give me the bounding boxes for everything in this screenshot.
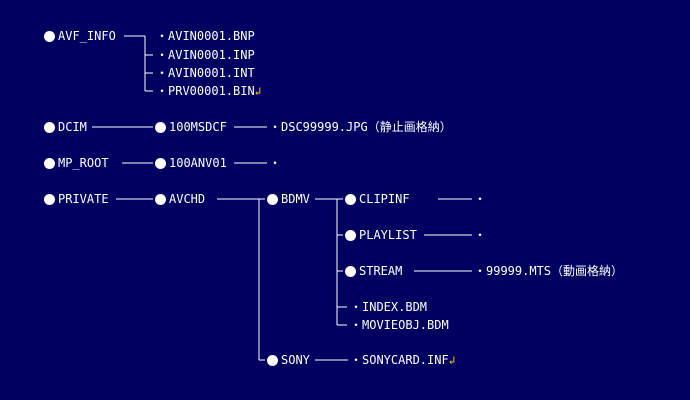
bdmv-folder-icon xyxy=(267,194,278,205)
index-bdm-file: ・INDEX.BDM xyxy=(350,300,428,314)
avin-int-file: ・AVIN0001.INT xyxy=(156,66,255,80)
return-mark-icon: ↲ xyxy=(448,354,456,367)
dcim-folder-label: DCIM xyxy=(58,120,87,134)
clipinf-folder-icon xyxy=(345,194,356,205)
mp-root-file: ・ xyxy=(269,156,282,170)
anv-folder-label: 100ANV01 xyxy=(169,156,227,170)
private-folder-label: PRIVATE xyxy=(58,192,109,206)
dcim-folder-icon xyxy=(44,122,55,133)
avchd-folder-label: AVCHD xyxy=(169,192,206,206)
mts-file: ・99999.MTS（動画格納） xyxy=(474,264,624,278)
sonycard-inf-file-label: ・SONYCARD.INF xyxy=(350,353,449,367)
anv-folder-icon xyxy=(155,158,166,169)
mp-root-folder-label: MP_ROOT xyxy=(58,156,109,170)
mp-root-folder-icon xyxy=(44,158,55,169)
sonycard-inf-file: ・SONYCARD.INF↲ xyxy=(350,353,455,368)
bdmv-folder-label: BDMV xyxy=(281,192,310,206)
msdcf-folder-label: 100MSDCF xyxy=(169,120,227,134)
stream-folder-icon xyxy=(345,266,356,277)
avchd-folder-icon xyxy=(155,194,166,205)
sony-folder-label: SONY xyxy=(281,353,310,367)
playlist-folder-icon xyxy=(345,230,356,241)
clipinf-folder-label: CLIPINF xyxy=(359,192,410,206)
avf-info-folder-label: AVF_INFO xyxy=(58,29,116,43)
avf-info-folder-icon xyxy=(44,31,55,42)
clipinf-file: ・ xyxy=(474,192,487,206)
stream-folder-label: STREAM xyxy=(359,264,403,278)
private-folder-icon xyxy=(44,194,55,205)
movieobj-bdm-file: ・MOVIEOBJ.BDM xyxy=(350,318,449,332)
prv-bin-file-label: ・PRV00001.BIN xyxy=(156,84,255,98)
return-mark-icon: ↲ xyxy=(254,85,262,98)
prv-bin-file: ・PRV00001.BIN↲ xyxy=(156,84,261,99)
playlist-file: ・ xyxy=(474,228,487,242)
msdcf-folder-icon xyxy=(155,122,166,133)
playlist-folder-label: PLAYLIST xyxy=(359,228,417,242)
avin-inp-file: ・AVIN0001.INP xyxy=(156,48,255,62)
avin-bnp-file: ・AVIN0001.BNP xyxy=(156,29,255,43)
dsc-jpg-file: ・DSC99999.JPG（静止画格納） xyxy=(269,120,452,134)
sony-folder-icon xyxy=(267,355,278,366)
